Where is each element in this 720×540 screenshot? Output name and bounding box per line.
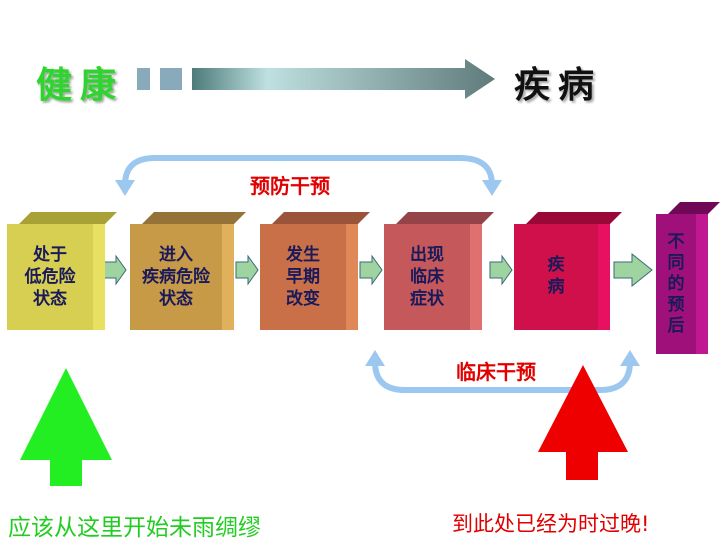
stage-risk: 进入 疾病危险 状态 [130,212,246,330]
stage-disease: 疾 病 [514,212,622,330]
step-arrow-icon [359,254,383,286]
arc-arrowhead-icon [620,350,640,366]
green-up-arrow-icon [20,368,112,486]
too-late-text: 到此处已经为时过晚! [452,512,650,536]
step-arrow-icon [103,254,127,286]
red-up-arrow-icon [538,365,628,480]
prevention-arc [122,155,495,186]
stage-early-change: 发生 早期 改变 [260,212,370,330]
clinical-arc [372,361,633,393]
health-label: 健康 [36,65,125,106]
start-early-text: 应该从这里开始未雨绸缪 [8,515,261,540]
stage-outcomes: 不 同 的 预 后 [656,202,720,354]
step-arrow-icon [235,254,259,286]
stage-clinical-symptoms: 出现 临床 症状 [384,212,494,330]
prevention-intervention-label: 预防干预 [250,174,330,198]
arc-arrowhead-icon [365,350,385,366]
arc-arrowhead-icon [482,180,502,196]
disease-label: 疾病 [514,65,603,106]
clinical-intervention-label: 临床干预 [456,360,536,384]
stage-low-risk: 处于 低危险 状态 [7,212,117,330]
arc-arrowhead-icon [115,180,135,196]
health-to-disease-arrow [137,59,495,99]
step-arrow-icon [489,254,513,286]
step-arrow-icon [613,252,653,288]
